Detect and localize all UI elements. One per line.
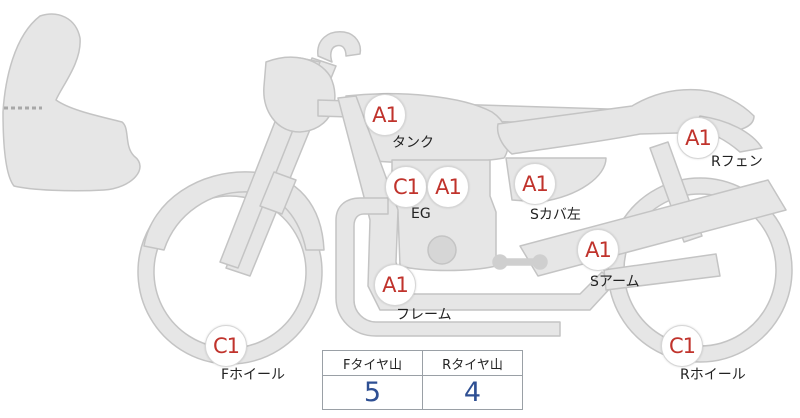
engine-label: EG <box>411 206 431 222</box>
handlebar-part <box>317 31 362 63</box>
rear-tire-value: 4 <box>463 377 482 408</box>
rear-wheel-damage-badge: C1 <box>661 325 703 367</box>
exhaust-pipe-part <box>335 197 561 337</box>
rear-tire-header: Rタイヤ山 <box>423 351 522 376</box>
swing-arm-label: Sアーム <box>590 274 640 290</box>
tire-tread-table: Fタイヤ山 5 Rタイヤ山 4 <box>322 350 523 410</box>
front-tire-column: Fタイヤ山 5 <box>323 351 422 409</box>
front-tire-value: 5 <box>363 377 382 408</box>
muffler-part <box>603 253 721 291</box>
tank-damage-badge: A1 <box>364 94 406 136</box>
rear-fender-damage-badge: A1 <box>677 117 719 159</box>
front-cowl-part <box>2 13 141 192</box>
frame-label: フレーム <box>396 307 452 323</box>
swing-arm-damage-badge: A1 <box>577 229 619 271</box>
fork-slider-part <box>259 171 297 215</box>
footpeg-end-right <box>532 254 548 270</box>
rear-fender-label: Rフェン <box>711 154 763 170</box>
side-cover-damage-badge: A1 <box>514 163 556 205</box>
front-tire-header: Fタイヤ山 <box>323 351 422 376</box>
side-cover-label: Sカバ左 <box>530 207 581 223</box>
front-wheel-damage-badge: C1 <box>205 325 247 367</box>
footpeg-end-left <box>492 254 508 270</box>
frame-damage-badge: A1 <box>374 264 416 306</box>
engine-c-damage-badge: C1 <box>385 166 427 208</box>
rear-wheel-label: Rホイール <box>680 367 746 383</box>
seat-part <box>496 88 755 155</box>
engine-cover-part <box>427 235 457 265</box>
rear-tire-column: Rタイヤ山 4 <box>422 351 522 409</box>
headlight-part <box>263 56 336 133</box>
tank-label: タンク <box>392 135 434 151</box>
engine-a-damage-badge: A1 <box>427 166 469 208</box>
front-wheel-label: Fホイール <box>221 367 286 383</box>
